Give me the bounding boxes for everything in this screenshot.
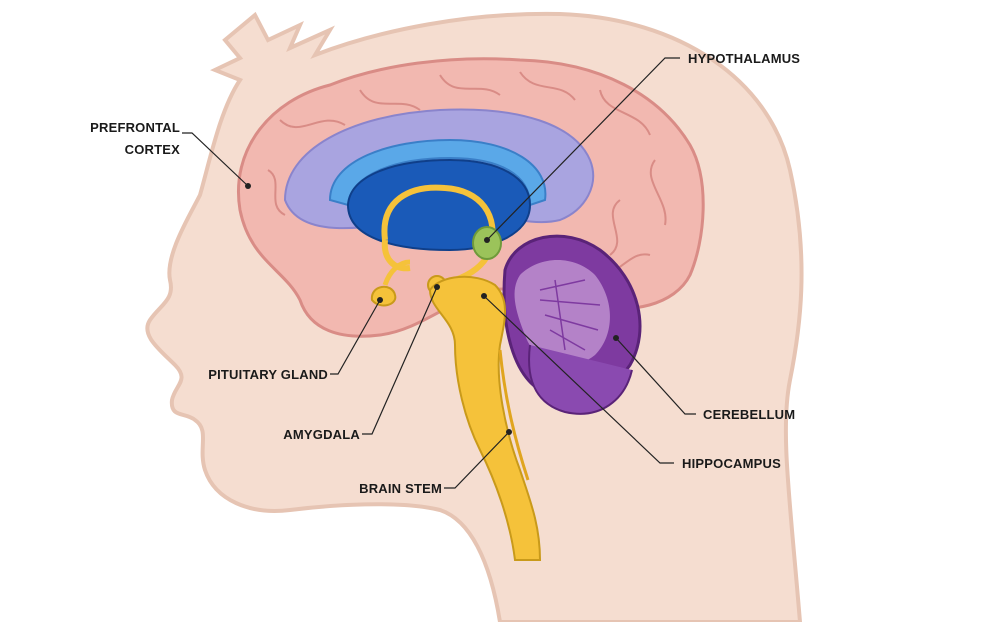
cerebellum bbox=[502, 234, 642, 415]
label-prefrontal-cortex-line1: PREFRONTAL bbox=[90, 120, 180, 135]
label-amygdala: AMYGDALA bbox=[283, 427, 360, 442]
hypothalamus bbox=[472, 226, 502, 260]
label-hypothalamus: HYPOTHALAMUS bbox=[688, 51, 800, 66]
leader-lines bbox=[182, 57, 696, 489]
labels: PREFRONTAL CORTEX HYPOTHALAMUS PITUITARY… bbox=[90, 51, 800, 496]
label-prefrontal-cortex-line2: CORTEX bbox=[125, 142, 180, 157]
label-hippocampus: HIPPOCAMPUS bbox=[682, 456, 781, 471]
label-cerebellum: CEREBELLUM bbox=[703, 407, 795, 422]
label-brain-stem: BRAIN STEM bbox=[359, 481, 442, 496]
label-pituitary-gland: PITUITARY GLAND bbox=[208, 367, 328, 382]
